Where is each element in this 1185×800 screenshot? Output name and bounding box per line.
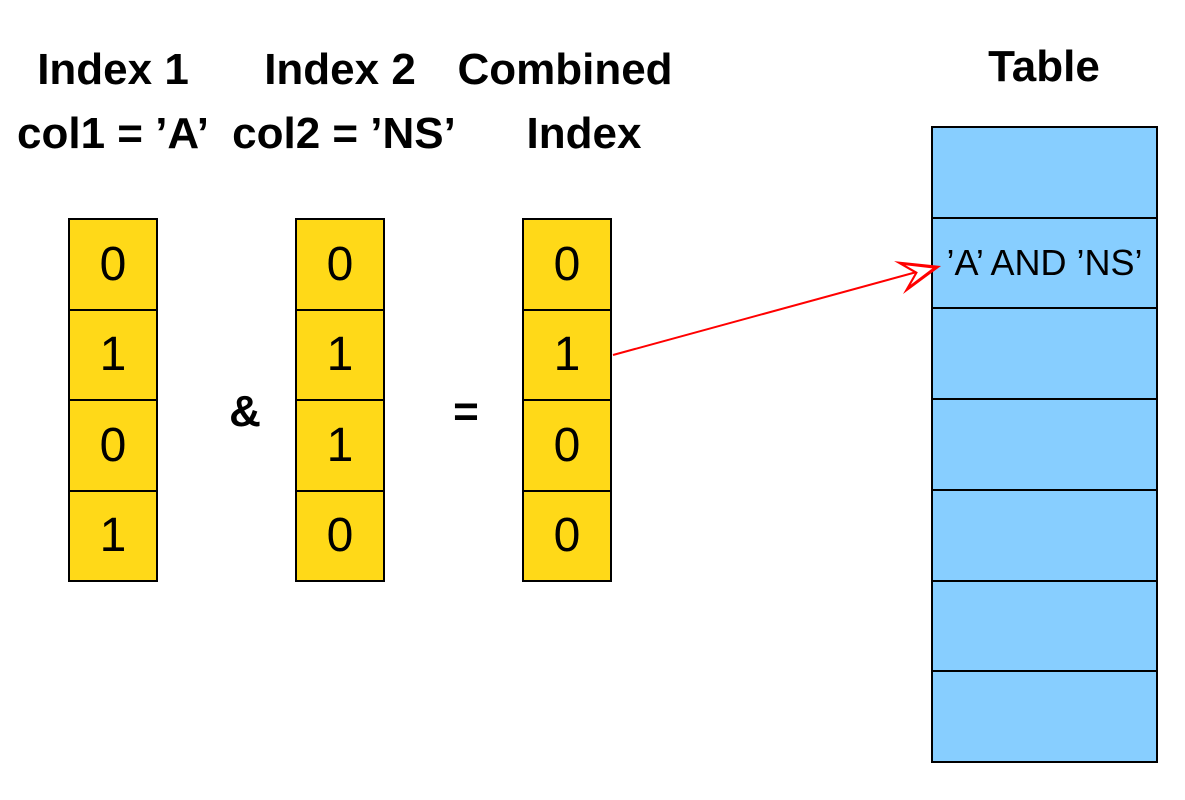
table-row: [933, 579, 1156, 671]
table-row: [933, 128, 1156, 217]
and-operator: &: [229, 387, 261, 436]
index2-bit: 0: [297, 489, 383, 581]
arrow-line: [612, 269, 925, 356]
table-row: [933, 670, 1156, 761]
index2-bit: 1: [297, 399, 383, 490]
index2-title-line2: col2 = ’NS’: [232, 109, 456, 158]
database-table: ’A’ AND ’NS’: [931, 126, 1158, 763]
combined-title-line2: Index: [526, 109, 642, 158]
combined-bit: 0: [553, 237, 581, 291]
combined-bit: 1: [524, 308, 610, 400]
index2-title-line1: Index 2: [264, 45, 416, 94]
index1-bit: 1: [70, 489, 156, 581]
table-row-matched: ’A’ AND ’NS’: [933, 216, 1156, 308]
table-row: [933, 307, 1156, 398]
table-row: [933, 488, 1156, 580]
combined-bit: 0: [524, 489, 610, 581]
index1-bitmap-column: 0 1 0 1: [68, 218, 158, 582]
combined-bit: 0: [524, 399, 610, 490]
index2-bitmap-column: 0 1 1 0: [295, 218, 385, 582]
table-row: [933, 398, 1156, 489]
table-title: Table: [988, 42, 1100, 91]
equals-operator: =: [453, 387, 479, 436]
combined-bitmap-column: 0 1 0 0: [522, 218, 612, 582]
index2-bit: 0: [326, 237, 354, 291]
combined-title-line1: Combined: [457, 45, 673, 94]
index2-bit: 1: [297, 308, 383, 400]
index1-bit: 0: [70, 399, 156, 490]
index1-title-line2: col1 = ’A’: [17, 109, 209, 158]
index1-bit: 0: [99, 237, 127, 291]
index1-bit: 1: [70, 308, 156, 400]
index1-title-line1: Index 1: [37, 45, 189, 94]
